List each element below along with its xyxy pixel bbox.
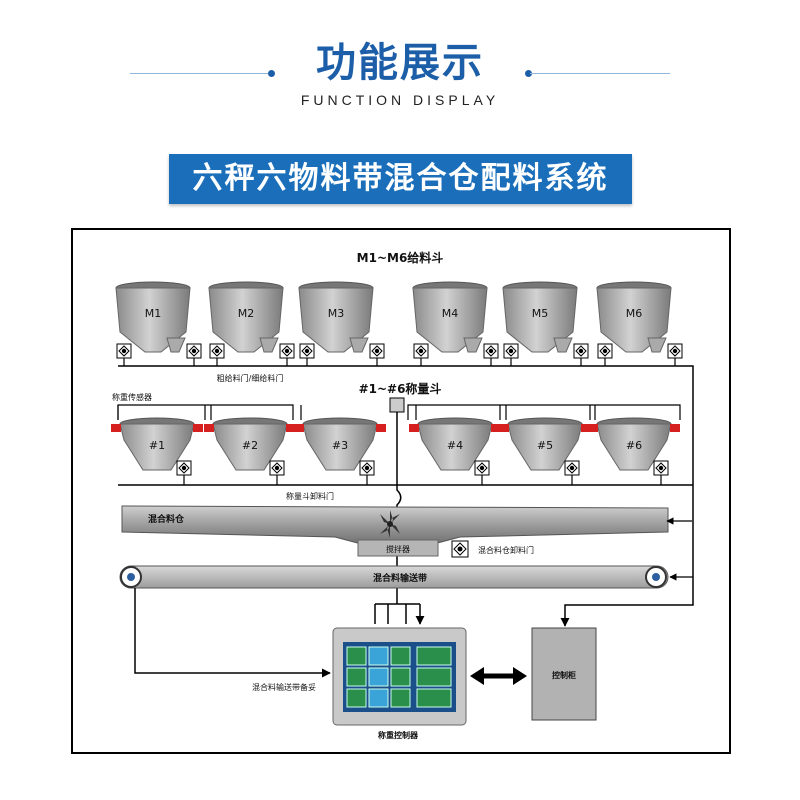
system-banner: 六秤六物料带混合仓配料系统 [169, 154, 632, 204]
coarse-gate-actuator [503, 343, 519, 359]
feed-hopper-label: M2 [238, 307, 255, 320]
control-cabinet [531, 627, 597, 721]
mixing-bin [121, 505, 669, 546]
weigh-gate-actuator [176, 460, 192, 476]
fine-gate-actuator [667, 343, 683, 359]
controller-screen-cells [346, 646, 452, 708]
controller-inputs [374, 604, 420, 624]
cabinet-label: 控制柜 [552, 670, 576, 680]
coarse-gate-actuator [597, 343, 613, 359]
feed-hopper: M5 [502, 281, 589, 366]
page-subtitle: FUNCTION DISPLAY [300, 92, 500, 108]
feed-hopper-label: M4 [442, 307, 459, 320]
feed-hopper: M4 [412, 281, 499, 366]
weigh-hopper: #1 [111, 405, 203, 485]
weigh-hopper-group: #1 #2 #3 #4 #5 #6 [111, 405, 680, 485]
feed-hopper-label: M5 [532, 307, 549, 320]
weigh-gate-actuator [653, 460, 669, 476]
weigh-gate-actuator [359, 460, 375, 476]
weigh-gate-actuator [564, 460, 580, 476]
coarse-gate-actuator [116, 343, 132, 359]
cabinet-link [560, 600, 694, 627]
feed-hopper: M6 [596, 281, 683, 366]
fine-gate-actuator [369, 343, 385, 359]
weigh-hopper-label: #3 [332, 439, 348, 452]
title-dot-right [525, 70, 532, 77]
weigh-sensor-left [499, 424, 509, 432]
bus-vertical [396, 412, 402, 598]
feed-hopper: M1 [115, 281, 202, 366]
fine-gate-actuator [573, 343, 589, 359]
weigh-sensor-left [294, 424, 304, 432]
weigh-gate-actuator [474, 460, 490, 476]
junction-box [389, 397, 405, 413]
feed-hopper-group: M1 M2 M3 M4 M5 M6 [115, 281, 683, 366]
feed-signal-line [118, 365, 694, 600]
weigh-hopper: #2 [204, 405, 296, 485]
weigh-hopper-label: #5 [537, 439, 553, 452]
roller-hub-right [652, 573, 660, 581]
weigh-sensor-right [670, 424, 680, 432]
diagram-frame [71, 228, 731, 754]
mixing-gate-label: 混合料仓卸料门 [478, 545, 534, 555]
coarse-gate-actuator [413, 343, 429, 359]
title-dot-left [268, 70, 275, 77]
feed-hopper-label: M6 [626, 307, 643, 320]
controller-label: 称重控制器 [378, 730, 419, 740]
fine-gate-actuator [483, 343, 499, 359]
agitator-label: 搅拌器 [386, 544, 410, 554]
sensor-bus-right-mid [499, 405, 591, 420]
fine-gate-actuator [186, 343, 202, 359]
conveyor-ready-line [134, 588, 331, 678]
weigh-hopper: #3 [294, 405, 386, 485]
mixing-gate-actuator [451, 540, 469, 558]
conveyor-ready-label: 混合料输送带备妥 [252, 682, 316, 692]
feed-hopper: M3 [298, 281, 385, 366]
weigh-sensor-left [409, 424, 419, 432]
weigh-sensor-right [581, 424, 591, 432]
weigh-sensor-right [286, 424, 296, 432]
title-divider-right [530, 73, 670, 74]
agitator-icon [380, 510, 400, 538]
weigh-hopper: #5 [499, 405, 591, 485]
weigh-hopper: #4 [409, 405, 501, 485]
weigh-sensor-left [111, 424, 121, 432]
weigh-hopper-label: #6 [626, 439, 642, 452]
weigh-gate-actuator [269, 460, 285, 476]
comm-arrow-heads [470, 667, 527, 685]
feed-gate-label: 粗给料门/细给料门 [217, 373, 284, 383]
agitator-housing [357, 539, 439, 557]
weigh-sensor-right [491, 424, 501, 432]
weigh-sensor-right [376, 424, 386, 432]
mixing-bin-label: 混合料仓 [148, 513, 185, 525]
fine-gate-actuator [279, 343, 295, 359]
weigh-sensor-right [193, 424, 203, 432]
weigh-hopper-label: #4 [447, 439, 463, 452]
weigh-gate-label: 称量斗卸料门 [286, 491, 334, 501]
weigh-hopper: #6 [588, 405, 680, 485]
feed-hopper-label: M3 [328, 307, 345, 320]
weigh-sensor-label: 称重传感器 [112, 392, 152, 402]
weigh-hopper-label: #1 [149, 439, 165, 452]
controller-bus [375, 598, 420, 605]
coarse-gate-actuator [299, 343, 315, 359]
coarse-gate-actuator [209, 343, 225, 359]
feed-hopper: M2 [208, 281, 295, 366]
weigh-hopper-label: #2 [242, 439, 258, 452]
weigh-sensor-left [588, 424, 598, 432]
conveyor-label: 混合料输送带 [373, 572, 427, 584]
weigh-hoppers-title: #1~#6称量斗 [359, 381, 442, 396]
weigh-sensor-left [204, 424, 214, 432]
roller-hub-left [127, 573, 135, 581]
page-title: 功能展示 [316, 40, 484, 86]
sensor-bus-right [407, 404, 681, 420]
feed-hoppers-title: M1~M6给料斗 [357, 250, 444, 265]
feed-hopper-label: M1 [145, 307, 162, 320]
title-divider-left [130, 73, 270, 74]
